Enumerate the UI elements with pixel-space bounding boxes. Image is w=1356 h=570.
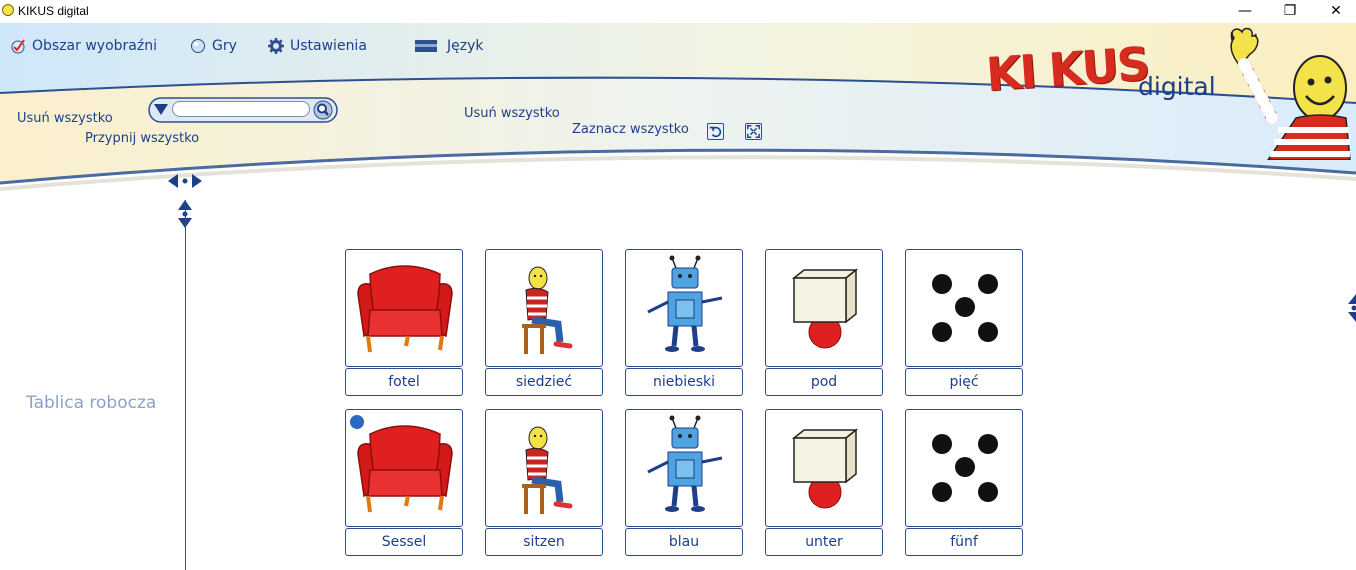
armchair-icon (357, 265, 453, 353)
pin-all-link[interactable]: Przypnij wszystko (85, 131, 200, 146)
logo-digital: digital (1138, 72, 1216, 101)
card-armchair[interactable] (345, 249, 463, 367)
close-button[interactable]: ✕ (1330, 3, 1342, 19)
card-label[interactable]: blau (625, 528, 743, 556)
card-label[interactable]: pod (765, 368, 883, 396)
sitting-figure-icon (522, 426, 573, 514)
header-banner (0, 23, 1356, 191)
globe-icon (191, 39, 205, 53)
card-sitting[interactable] (485, 409, 603, 527)
workspace-divider[interactable] (185, 200, 186, 570)
card-label[interactable]: unter (765, 528, 883, 556)
blue-robot-icon (647, 415, 723, 512)
horizontal-resize-icon[interactable] (166, 172, 204, 190)
selection-dot-icon (350, 415, 364, 429)
blue-robot-icon (647, 255, 723, 352)
undo-icon[interactable] (707, 123, 724, 140)
app-icon (2, 4, 14, 16)
card-five[interactable] (905, 249, 1023, 367)
card-label[interactable]: sitzen (485, 528, 603, 556)
card-under[interactable] (765, 249, 883, 367)
checkmark-icon (11, 39, 25, 54)
flag-icon (415, 40, 437, 52)
card-label[interactable]: Sessel (345, 528, 463, 556)
card-label[interactable]: fotel (345, 368, 463, 396)
title-bar: KIKUS digital — ❐ ✕ (0, 0, 1356, 23)
card-label[interactable]: pięć (905, 368, 1023, 396)
five-dots-icon (932, 434, 998, 502)
restore-button[interactable]: ❐ (1283, 3, 1297, 19)
remove-all-right-link[interactable]: Usuń wszystko (464, 106, 560, 121)
card-robot[interactable] (625, 409, 743, 527)
filter-dropdown-icon[interactable] (151, 100, 171, 120)
armchair-icon (357, 425, 453, 513)
workspace-label: Tablica robocza (26, 393, 157, 413)
five-dots-icon (932, 274, 998, 342)
sitting-figure-icon (522, 266, 573, 354)
kikus-mascot-icon (1230, 27, 1351, 160)
select-all-link[interactable]: Zaznacz wszystko (572, 122, 689, 137)
minimize-button[interactable]: — (1238, 3, 1252, 19)
menu-settings[interactable]: Ustawienia (290, 38, 367, 54)
ball-under-box-icon (791, 268, 859, 349)
gear-icon (268, 38, 284, 54)
logo-kikus: KI KUS (984, 36, 1150, 102)
card-armchair[interactable] (345, 409, 463, 527)
ball-under-box-icon (791, 428, 859, 509)
card-label[interactable]: fünf (905, 528, 1023, 556)
fullscreen-icon[interactable] (745, 123, 762, 140)
card-five[interactable] (905, 409, 1023, 527)
right-panel-resize-icon[interactable] (1344, 292, 1356, 324)
card-under[interactable] (765, 409, 883, 527)
window-title: KIKUS digital (18, 4, 89, 18)
card-label[interactable]: niebieski (625, 368, 743, 396)
menu-games[interactable]: Gry (212, 38, 237, 54)
card-sitting[interactable] (485, 249, 603, 367)
card-robot[interactable] (625, 249, 743, 367)
search-input[interactable] (172, 101, 310, 117)
menu-imagination-area[interactable]: Obszar wyobraźni (32, 38, 157, 54)
menu-language[interactable]: Język (447, 38, 484, 54)
remove-all-left-link[interactable]: Usuń wszystko (17, 111, 113, 126)
card-label[interactable]: siedzieć (485, 368, 603, 396)
search-icon[interactable] (313, 100, 333, 120)
